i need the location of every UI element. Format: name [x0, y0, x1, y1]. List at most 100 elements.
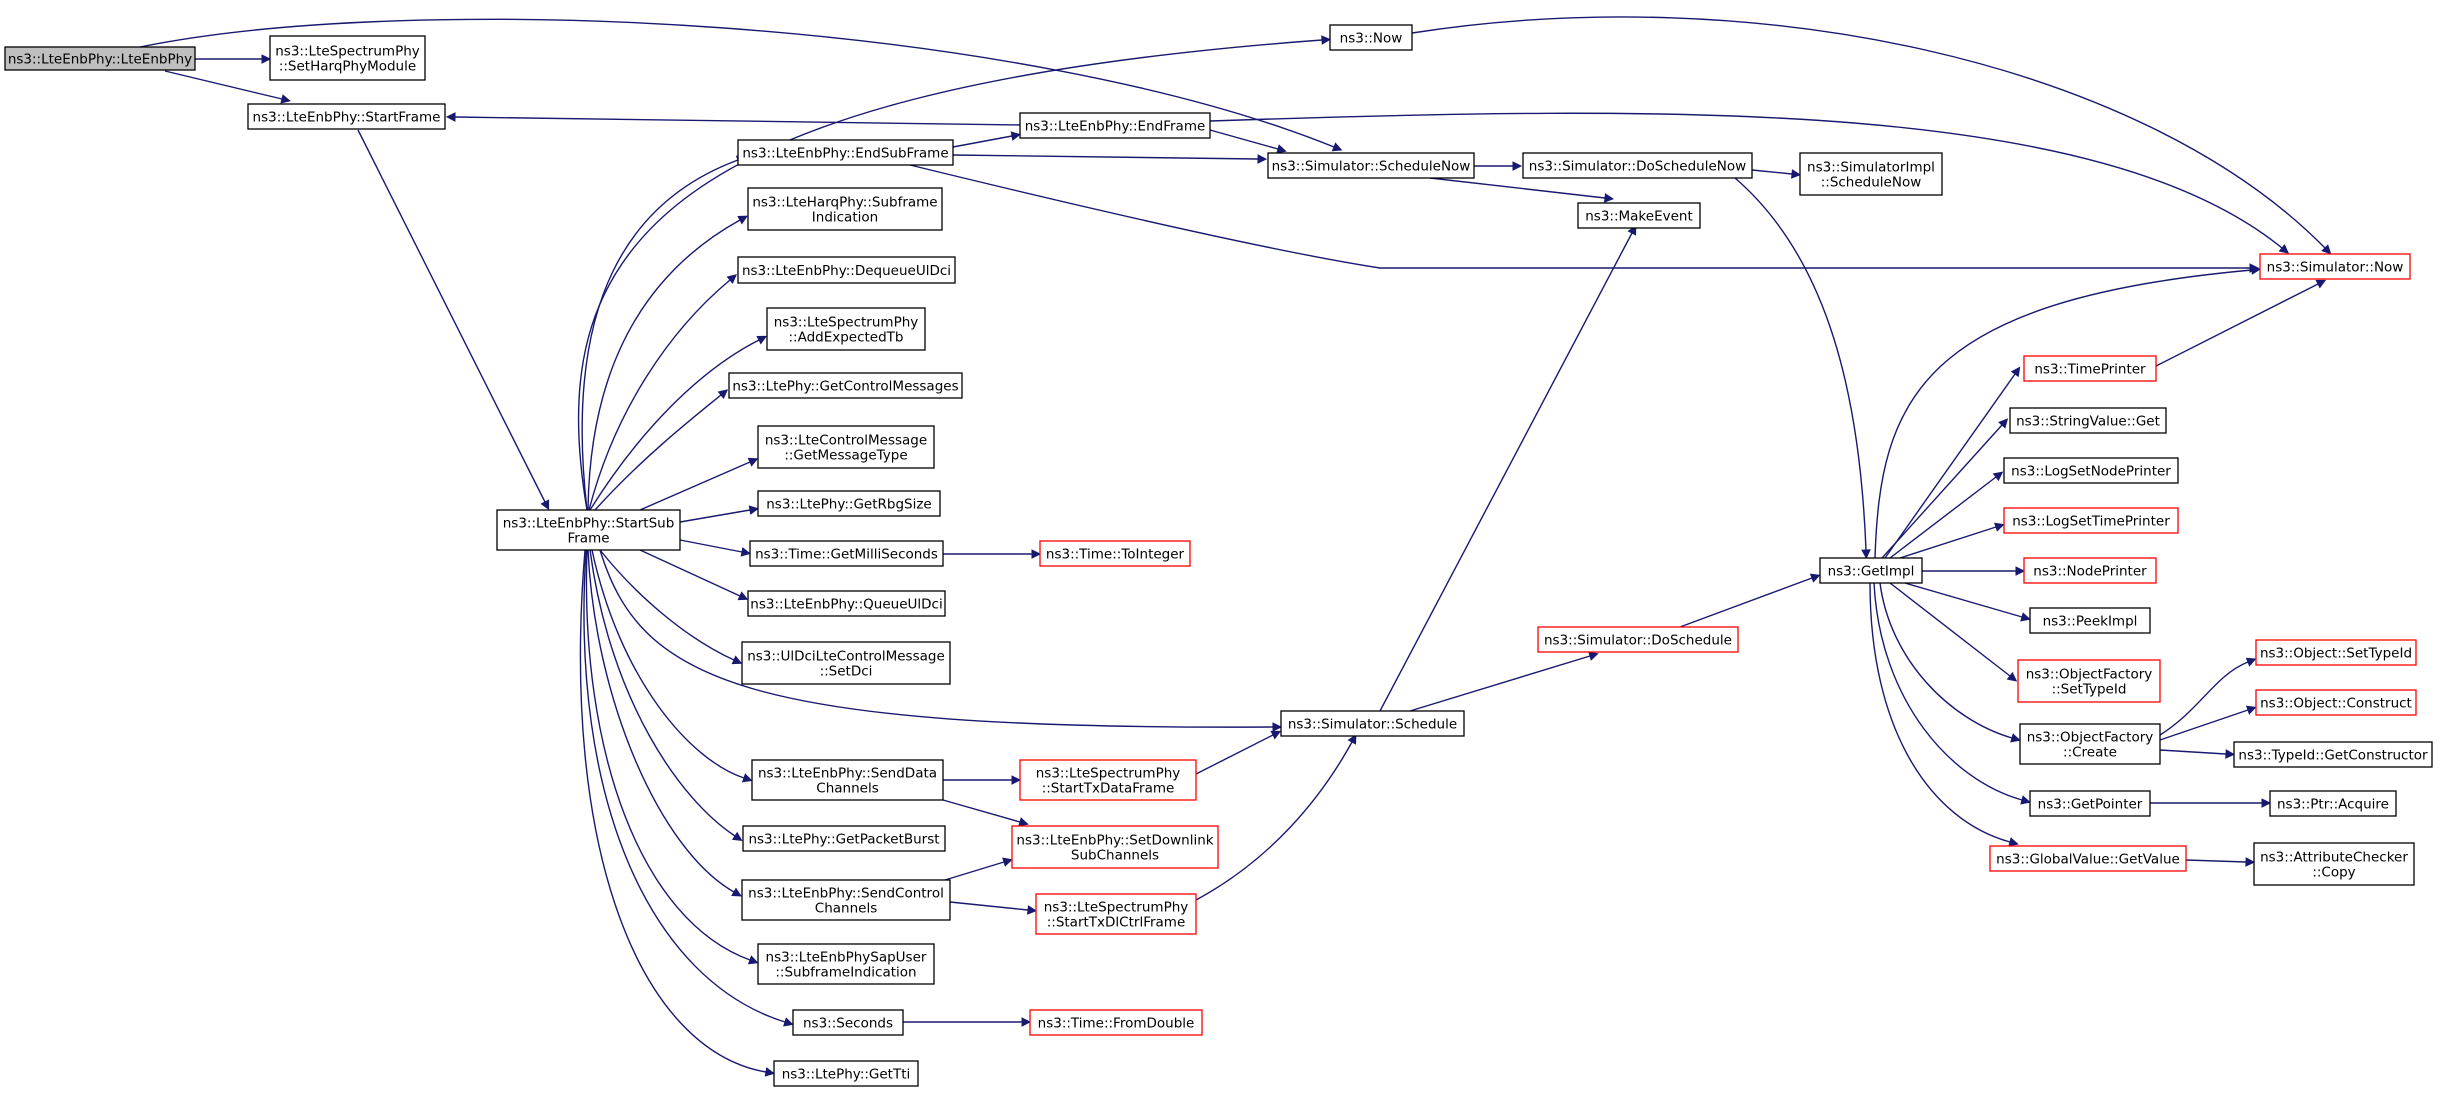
edge-line [581, 159, 739, 511]
node-objsettypeid[interactable]: ns3::Object::SetTypeId [2255, 639, 2417, 666]
node-fromdouble[interactable]: ns3::Time::FromDouble [1029, 1009, 1203, 1036]
node-sapuser[interactable]: ns3::LteEnbPhySapUser::SubframeIndicatio… [757, 943, 935, 985]
arrowhead-icon [1272, 722, 1283, 732]
node-label: ns3::Simulator::Now [2267, 260, 2404, 276]
edge-schednow-to-doschednow [1474, 161, 1523, 171]
node-peekimpl[interactable]: ns3::PeekImpl [2029, 607, 2151, 634]
arrowhead-icon [756, 335, 768, 345]
node-millis[interactable]: ns3::Time::GetMilliSeconds [749, 540, 944, 567]
node-gettti[interactable]: ns3::LtePhy::GetTti [773, 1060, 919, 1087]
node-rbg[interactable]: ns3::LtePhy::GetRbgSize [757, 490, 941, 517]
edge-line [1873, 582, 2023, 801]
edge-line [1899, 526, 1997, 559]
node-now[interactable]: ns3::Now [1329, 24, 1413, 51]
node-pktburst[interactable]: ns3::LtePhy::GetPacketBurst [742, 825, 946, 852]
node-endframe[interactable]: ns3::LteEnbPhy::EndFrame [1019, 112, 1211, 139]
node-label: ::AddExpectedTb [788, 330, 903, 346]
edge-getimpl-to-peekimpl [1904, 582, 2031, 622]
node-label: Channels [815, 901, 877, 917]
edge-line [639, 549, 741, 597]
arrowhead-icon [1018, 817, 1029, 827]
edge-line [585, 549, 751, 961]
node-nodeprinter[interactable]: ns3::NodePrinter [2023, 557, 2157, 584]
arrowhead-icon [2010, 366, 2021, 378]
node-sched[interactable]: ns3::Simulator::Schedule [1280, 710, 1465, 737]
node-schednow[interactable]: ns3::Simulator::ScheduleNow [1267, 152, 1475, 179]
edge-endsubframe-to-endframe [952, 131, 1021, 148]
edge-line [952, 135, 1013, 148]
node-box [2023, 557, 2157, 584]
node-box [1329, 24, 1413, 51]
node-label: ns3::GlobalValue::GetValue [1996, 852, 2180, 868]
edge-startsub-to-sapuser [585, 549, 759, 965]
edge-startsub-to-seconds [583, 549, 794, 1027]
node-endsubframe[interactable]: ns3::LteEnbPhy::EndSubFrame [737, 139, 954, 166]
edge-line [949, 901, 1029, 911]
node-construct[interactable]: ns3::Object::Construct [2255, 689, 2417, 716]
edge-line [591, 549, 745, 779]
node-getptr[interactable]: ns3::GetPointer [2029, 790, 2151, 817]
node-label: Frame [567, 531, 609, 547]
node-root[interactable]: ns3::LteEnbPhy::LteEnbPhy [4, 46, 196, 71]
node-implschednow[interactable]: ns3::SimulatorImpl::ScheduleNow [1799, 152, 1943, 196]
node-label: ::SetTypeId [2052, 682, 2127, 698]
arrowhead-icon [1998, 418, 2009, 429]
edge-root-to-setharq [195, 54, 272, 64]
node-settypeid[interactable]: ns3::ObjectFactory::SetTypeId [2017, 659, 2161, 703]
edge-getimpl-to-getptr [1873, 582, 2031, 805]
node-label: ns3::Object::Construct [2260, 696, 2412, 712]
node-seconds[interactable]: ns3::Seconds [792, 1009, 904, 1036]
edge-startsub-to-sched [599, 549, 1283, 732]
node-queue[interactable]: ns3::LteEnbPhy::QueueUlDci [747, 590, 946, 617]
node-harqsub[interactable]: ns3::LteHarqPhy::SubframeIndication [747, 187, 943, 231]
edge-getimpl-to-globalget [1869, 582, 2019, 847]
call-edges [139, 16, 2332, 1077]
node-msgtype[interactable]: ns3::LteControlMessage::GetMessageType [757, 425, 935, 469]
node-label: ns3::LteEnbPhy::DequeueUlDci [742, 263, 951, 279]
node-toint[interactable]: ns3::Time::ToInteger [1039, 540, 1191, 567]
node-label: ::Copy [2312, 865, 2355, 881]
node-ofcreate[interactable]: ns3::ObjectFactory::Create [2019, 723, 2161, 765]
node-label: ns3::Time::GetMilliSeconds [755, 547, 938, 563]
node-getimpl[interactable]: ns3::GetImpl [1819, 557, 1923, 584]
node-label: ns3::ObjectFactory [2027, 730, 2154, 746]
node-label: ns3::LteEnbPhy::LteEnbPhy [8, 52, 192, 68]
node-timeprinter[interactable]: ns3::TimePrinter [2023, 355, 2157, 382]
node-txdlctrl[interactable]: ns3::LteSpectrumPhy::StartTxDlCtrlFrame [1035, 893, 1197, 935]
edge-getimpl-to-ofcreate [1879, 582, 2021, 743]
node-setdci[interactable]: ns3::UlDciLteControlMessage::SetDci [741, 641, 951, 685]
node-txdata[interactable]: ns3::LteSpectrumPhy::StartTxDataFrame [1019, 759, 1197, 801]
arrowhead-icon [731, 831, 743, 841]
node-getctrl[interactable]: ns3::LtePhy::GetControlMessages [728, 372, 963, 399]
node-makeevent[interactable]: ns3::MakeEvent [1577, 202, 1701, 229]
node-label: ::SubframeIndication [775, 965, 916, 981]
node-globalget[interactable]: ns3::GlobalValue::GetValue [1989, 845, 2187, 872]
node-doschednow[interactable]: ns3::Simulator::DoScheduleNow [1522, 152, 1753, 179]
node-addexp[interactable]: ns3::LteSpectrumPhy::AddExpectedTb [766, 307, 926, 351]
node-dequeue[interactable]: ns3::LteEnbPhy::DequeueUlDci [737, 256, 956, 284]
arrowhead-icon [2245, 857, 2256, 867]
node-strget[interactable]: ns3::StringValue::Get [2009, 407, 2167, 434]
node-label: ns3::UlDciLteControlMessage [747, 649, 945, 665]
node-lognode[interactable]: ns3::LogSetNodePrinter [2003, 457, 2179, 484]
node-acquire[interactable]: ns3::Ptr::Acquire [2269, 790, 2397, 817]
node-getctor[interactable]: ns3::TypeId::GetConstructor [2233, 741, 2433, 768]
node-startframe[interactable]: ns3::LteEnbPhy::StartFrame [247, 103, 446, 130]
arrowhead-icon [726, 274, 738, 285]
node-attrcopy[interactable]: ns3::AttributeChecker::Copy [2253, 842, 2415, 886]
node-setharq[interactable]: ns3::LteSpectrumPhy::SetHarqPhyModule [269, 35, 426, 81]
node-logtime[interactable]: ns3::LogSetTimePrinter [2003, 507, 2179, 534]
node-simnow[interactable]: ns3::Simulator::Now [2259, 253, 2411, 280]
edge-startsub-to-now [577, 35, 1332, 511]
node-box [1019, 759, 1197, 801]
edge-line [588, 279, 731, 511]
arrowhead-icon [1027, 905, 1038, 915]
node-dosched[interactable]: ns3::Simulator::DoSchedule [1537, 626, 1739, 653]
edge-line [1209, 129, 1279, 150]
edge-getptr-to-acquire [2150, 798, 2272, 808]
node-box [2029, 790, 2151, 817]
